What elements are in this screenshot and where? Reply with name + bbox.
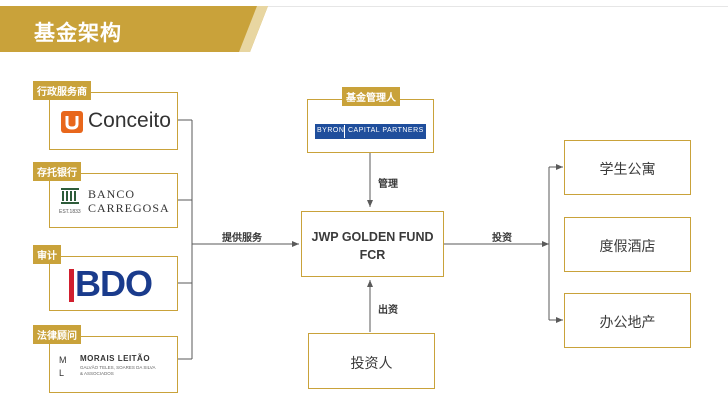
provider-card-auditor: BDO: [49, 256, 178, 311]
provider-tag-custodian: 存托银行: [33, 162, 81, 181]
investor-label: 投资人: [350, 355, 393, 371]
edge-label-contribute: 出资: [378, 305, 398, 316]
provider-tag-auditor: 审计: [33, 245, 61, 264]
edge-label-invest: 投资: [492, 233, 512, 244]
byron-logo: [315, 124, 426, 139]
provider-card-custodian: EST.1833 BANCO CARREGOSA: [49, 173, 178, 228]
fund-box: JWP GOLDEN FUND FCR: [301, 211, 444, 277]
page-title: 基金架构: [34, 22, 122, 45]
provider-tag-legal: 法律顾问: [33, 325, 81, 344]
provider-card-administrator: Conceito: [49, 92, 178, 150]
target-label: 学生公寓: [599, 161, 656, 177]
provider-card-legal: M L MORAIS LEITÃO GALVÃO TELES, SOARES D…: [49, 336, 178, 393]
target-box-office-property: 办公地产: [564, 293, 691, 348]
morais-mark: M L: [59, 355, 67, 378]
provider-tag-administrator: 行政服务商: [33, 81, 91, 100]
conceito-logo-text: Conceito: [88, 109, 171, 132]
byron-logo-left: BYRON: [317, 127, 345, 134]
morais-line3: & ASSOCIADOS: [80, 371, 114, 376]
manager-card: BYRON CAPITAL PARTNERS: [307, 99, 434, 153]
bdo-red-bar: [69, 269, 74, 302]
header-rule: [268, 6, 728, 7]
fund-name-line1: JWP GOLDEN FUND: [311, 230, 434, 244]
byron-logo-divider: [344, 125, 345, 138]
target-label: 办公地产: [599, 314, 656, 330]
target-box-resort-hotel: 度假酒店: [564, 217, 691, 272]
morais-line2: GALVÃO TELES, SOARES DA SILVA: [80, 365, 156, 370]
fund-name-line2: FCR: [359, 248, 386, 262]
conceito-logo-icon: [61, 111, 83, 133]
carregosa-est: EST.1833: [59, 209, 81, 215]
morais-line1: MORAIS LEITÃO: [80, 354, 151, 363]
carregosa-building-icon: [61, 188, 79, 204]
edge-label-provide-services: 提供服务: [222, 233, 262, 244]
byron-logo-right: CAPITAL PARTNERS: [348, 127, 424, 134]
carregosa-line2: CARREGOSA: [88, 201, 170, 215]
edge-label-manage: 管理: [378, 179, 398, 190]
target-box-student-housing: 学生公寓: [564, 140, 691, 195]
manager-tag: 基金管理人: [342, 87, 400, 106]
carregosa-line1: BANCO: [88, 187, 136, 201]
title-banner: [0, 6, 268, 52]
bdo-logo-text: BDO: [75, 263, 153, 304]
target-label: 度假酒店: [599, 238, 656, 254]
investor-box: 投资人: [308, 333, 435, 389]
